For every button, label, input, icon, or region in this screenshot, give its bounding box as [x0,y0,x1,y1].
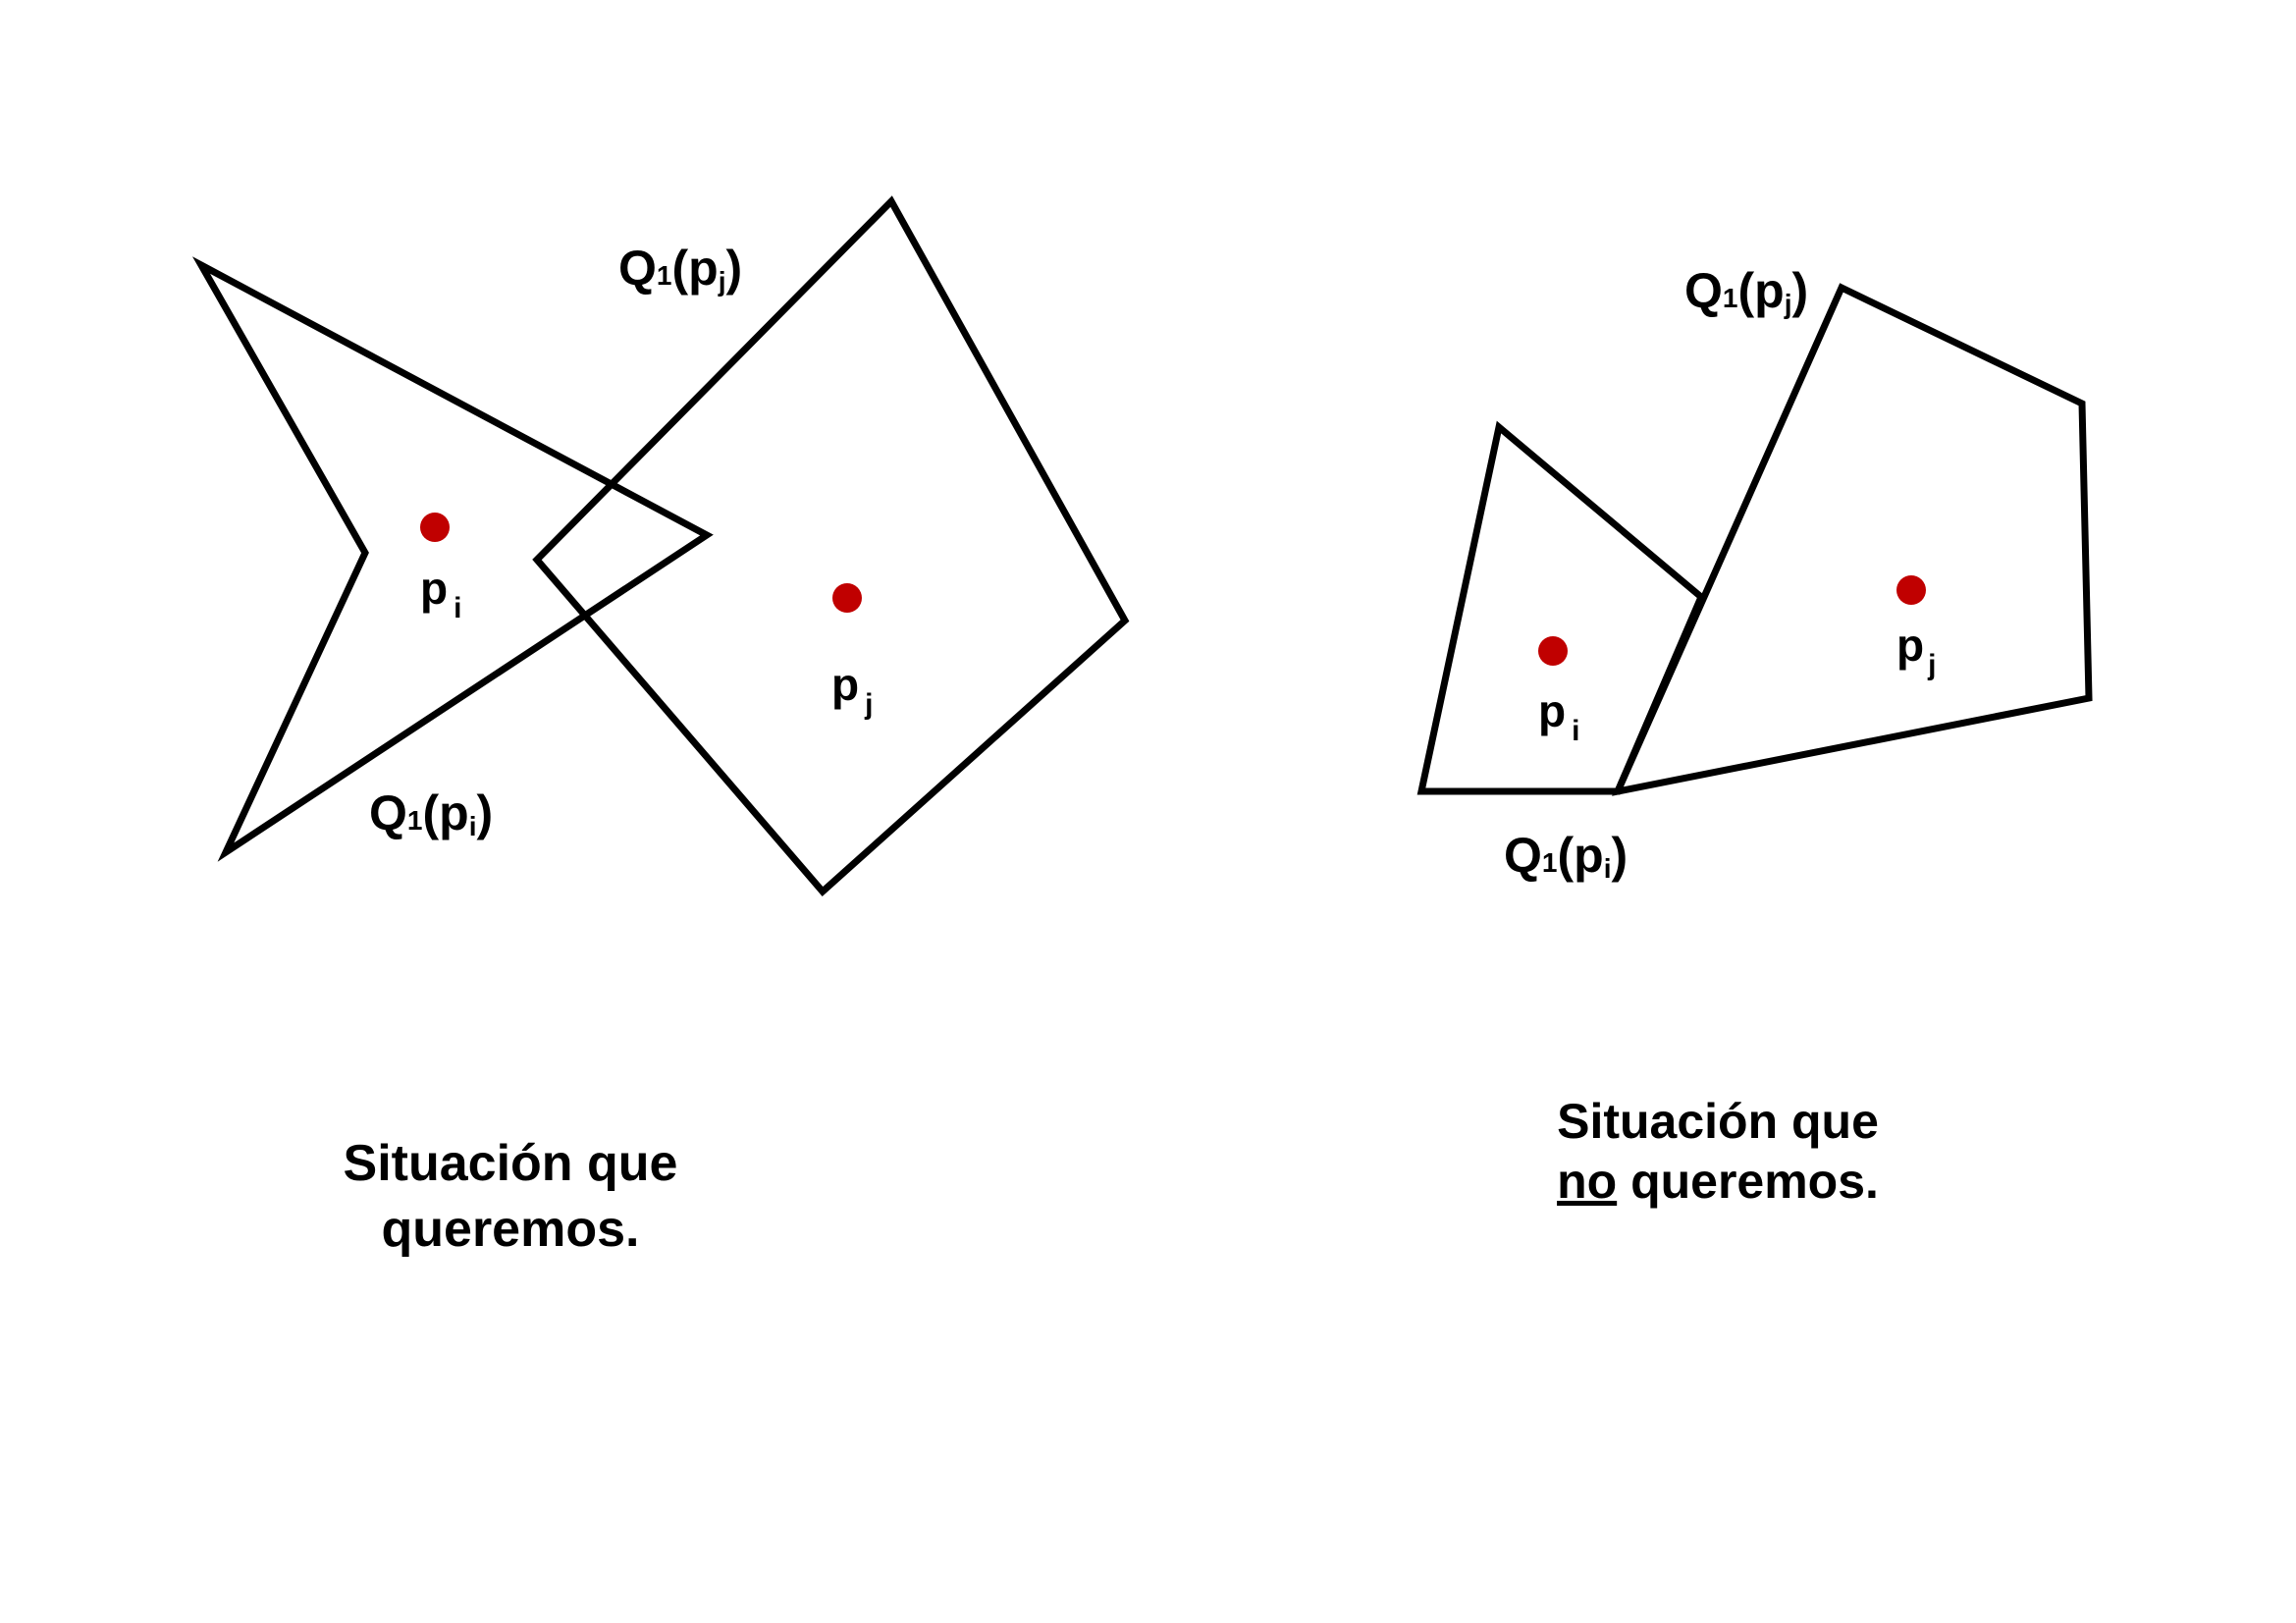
left-point-pj [832,583,862,613]
right-region-qi-label: Q1(pi) [1504,828,1628,884]
left-caption-line2: queremos. [381,1200,640,1258]
right-region-qj-label: Q1(pj) [1684,263,1808,319]
right-caption-line1: Situación que [1557,1094,1879,1149]
left-caption-line1: Situación que [343,1135,678,1192]
right-caption-line2-rest: queremos. [1617,1154,1879,1209]
right-caption: Situación que no queremos. [1502,1092,1934,1212]
right-caption-negation: no [1557,1154,1618,1209]
right-point-pj [1896,575,1926,605]
left-point-pi [420,513,450,542]
right-point-pi [1538,636,1568,666]
right-caption-line2: no queremos. [1502,1152,1934,1212]
right-region-qj-polygon [1612,283,2093,796]
left-region-qi-label: Q1(pi) [369,785,493,841]
left-region-qj-label: Q1(pj) [618,241,742,297]
left-caption: Situación que queremos. [265,1131,756,1262]
left-region-qi-polygon [191,256,714,862]
left-region-qj-polygon [532,195,1130,896]
right-region-qi-polygon [1416,420,1706,795]
